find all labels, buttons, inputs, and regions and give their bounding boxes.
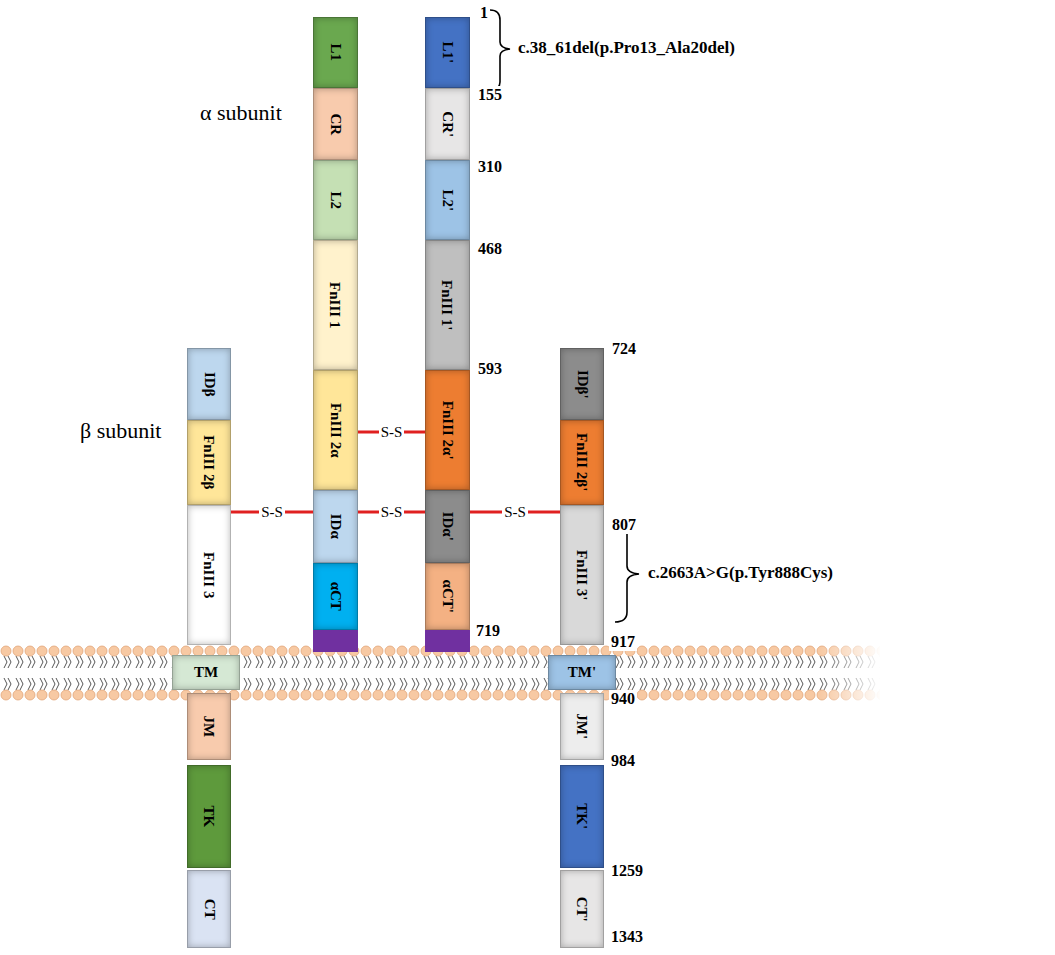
residue-number: 719 [474, 622, 502, 640]
domain-box: TM [172, 655, 240, 690]
residue-number: 917 [609, 633, 637, 651]
residue-number: 724 [610, 340, 638, 358]
domain-name: TK [201, 806, 218, 828]
anchor-segment [313, 630, 358, 652]
domain-box: CR' [425, 88, 470, 160]
domain-box: TM' [548, 655, 616, 690]
domain-name: IDβ' [574, 370, 591, 399]
residue-number: 940 [609, 690, 637, 708]
domain-box: IDβ [187, 348, 231, 420]
mutation-label: c.2663A>G(p.Tyr888Cys) [648, 563, 833, 583]
domain-name: FnIII 2β [201, 435, 218, 489]
domain-box: CT [187, 870, 231, 948]
domain-name: CR [327, 113, 344, 135]
domain-box: FnIII 1 [313, 240, 358, 370]
domain-box: TK' [560, 765, 604, 868]
domain-box: L2 [313, 160, 358, 240]
bracket [615, 524, 639, 622]
subunit-label: β subunit [80, 418, 161, 443]
domain-box: L2' [425, 160, 470, 240]
domain-name: FnIII 3 [201, 552, 218, 598]
domain-name: FnIII 1' [439, 280, 456, 330]
domain-name: FnIII 2α' [439, 401, 456, 460]
domain-box: FnIII 2β' [560, 420, 604, 505]
residue-number: 807 [610, 516, 638, 534]
domain-box: αCT [313, 563, 358, 630]
domain-box: L1' [425, 17, 470, 88]
domain-box: JM [187, 693, 231, 760]
domain-box: FnIII 2α' [425, 370, 470, 490]
domain-name: L2 [327, 191, 344, 209]
domain-name: CR' [439, 111, 456, 137]
domain-name: JM [201, 716, 218, 738]
domain-box: IDβ' [560, 348, 604, 420]
residue-number: 593 [476, 360, 504, 378]
domain-box: IDα [313, 490, 358, 563]
bilayer-fade [820, 640, 882, 706]
residue-number: 1 [478, 4, 490, 22]
residue-number: 155 [476, 86, 504, 104]
domain-name: L1 [327, 44, 344, 62]
domain-name: FnIII 3' [574, 550, 591, 600]
domain-box: FnIII 3' [560, 505, 604, 645]
domain-box: CT' [560, 870, 604, 948]
domain-name: IDα [327, 514, 344, 539]
domain-box: FnIII 2α [313, 370, 358, 490]
lipid-bilayer [0, 645, 880, 701]
domain-name: CT [201, 899, 218, 920]
anchor-segment [425, 630, 470, 652]
domain-name: JM' [574, 714, 591, 740]
domain-name: IDα' [439, 512, 456, 541]
domain-box: FnIII 2β [187, 420, 231, 505]
residue-number: 468 [476, 240, 504, 258]
disulfide-label: S-S [379, 504, 405, 521]
domain-box: CR [313, 88, 358, 160]
disulfide-label: S-S [259, 504, 285, 521]
domain-box: IDα' [425, 490, 470, 563]
domain-box: TK [187, 765, 231, 868]
disulfide-label: S-S [379, 424, 405, 441]
domain-name: FnIII 2α [327, 403, 344, 458]
mutation-label: c.38_61del(p.Pro13_Ala20del) [518, 38, 735, 58]
domain-box: JM' [560, 693, 604, 760]
residue-number: 1259 [609, 862, 645, 880]
residue-number: 1343 [609, 928, 645, 946]
residue-number: 310 [476, 158, 504, 176]
domain-box: FnIII 3 [187, 505, 231, 645]
domain-box: FnIII 1' [425, 240, 470, 370]
domain-name: FnIII 2β' [574, 433, 591, 491]
domain-name: L2' [439, 189, 456, 211]
domain-name: αCT [327, 582, 344, 611]
bracket [490, 10, 510, 90]
subunit-label: α subunit [200, 100, 282, 125]
disulfide-label: S-S [502, 504, 528, 521]
domain-name: TM [194, 664, 218, 681]
domain-name: αCT' [439, 580, 456, 613]
domain-name: TM' [568, 664, 596, 681]
domain-name: IDβ [201, 372, 218, 397]
domain-name: FnIII 1 [327, 282, 344, 328]
domain-name: L1' [439, 42, 456, 64]
domain-box: L1 [313, 17, 358, 88]
residue-number: 984 [609, 752, 637, 770]
domain-box: αCT' [425, 563, 470, 630]
domain-name: TK' [574, 804, 591, 830]
domain-name: CT' [574, 896, 591, 921]
